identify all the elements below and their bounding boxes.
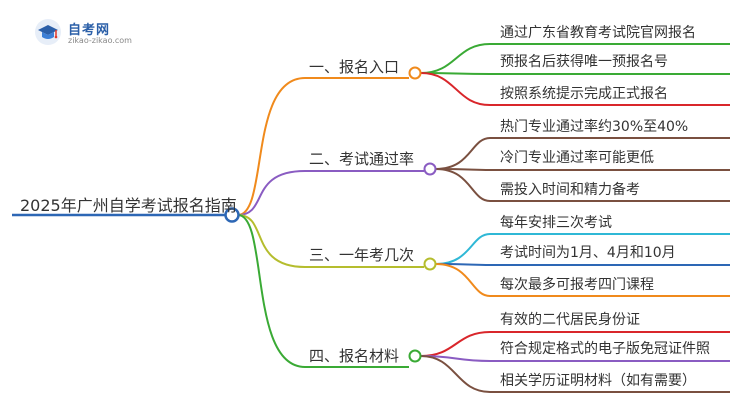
branch-topic-exam-frequency[interactable]: 三、一年考几次 [309,246,415,264]
leaf-topic[interactable]: 考试时间为1月、4月和10月 [500,245,676,261]
branch-topic-materials[interactable]: 四、报名材料 [309,347,400,365]
site-logo[interactable]: 自考网 zikao-zikao.com [34,16,164,50]
root-topic[interactable]: 2025年广州自学考试报名指南 [20,196,237,215]
branch-topic-registration[interactable]: 一、报名入口 [309,58,400,76]
branch-leaf-connector [420,355,491,393]
branch-leaf-connector [420,72,491,106]
branch-leaf-connector [435,263,491,297]
root-branch-connector [237,77,306,216]
branch-node-circle [408,349,422,363]
logo-url: zikao-zikao.com [68,36,132,45]
branch-node-circle [423,162,437,176]
leaf-topic[interactable]: 每次最多可报考四门课程 [500,277,654,293]
branch-leaf-connector [420,43,491,74]
root-branch-connector [237,170,306,216]
branch-topic-pass-rate[interactable]: 二、考试通过率 [309,150,415,168]
branch-node-circle [423,257,437,271]
branch-leaf-connector [435,137,491,170]
branch-leaf-connector [420,331,491,357]
leaf-topic[interactable]: 按照系统提示完成正式报名 [500,86,668,102]
branch-leaf-connector [435,233,491,265]
leaf-topic[interactable]: 冷门专业通过率可能更低 [500,150,654,166]
leaf-topic[interactable]: 通过广东省教育考试院官网报名 [500,25,696,41]
leaf-topic[interactable]: 热门专业通过率约30%至40% [500,119,689,135]
graduation-cap-icon [35,19,61,45]
root-node-circle [224,207,240,223]
leaf-topic[interactable]: 有效的二代居民身份证 [500,312,640,328]
leaf-topic[interactable]: 预报名后获得唯一预报名号 [500,54,668,70]
root-branch-connector [237,214,306,268]
leaf-topic[interactable]: 需投入时间和精力备考 [500,182,640,198]
root-branch-connector [237,214,306,368]
leaf-topic[interactable]: 每年安排三次考试 [500,215,612,231]
branch-node-circle [408,66,422,80]
leaf-topic[interactable]: 相关学历证明材料（如有需要） [500,373,696,389]
leaf-topic[interactable]: 符合规定格式的电子版免冠证件照 [500,341,710,357]
branch-leaf-connector [435,168,491,202]
logo-name: 自考网 [68,23,111,38]
